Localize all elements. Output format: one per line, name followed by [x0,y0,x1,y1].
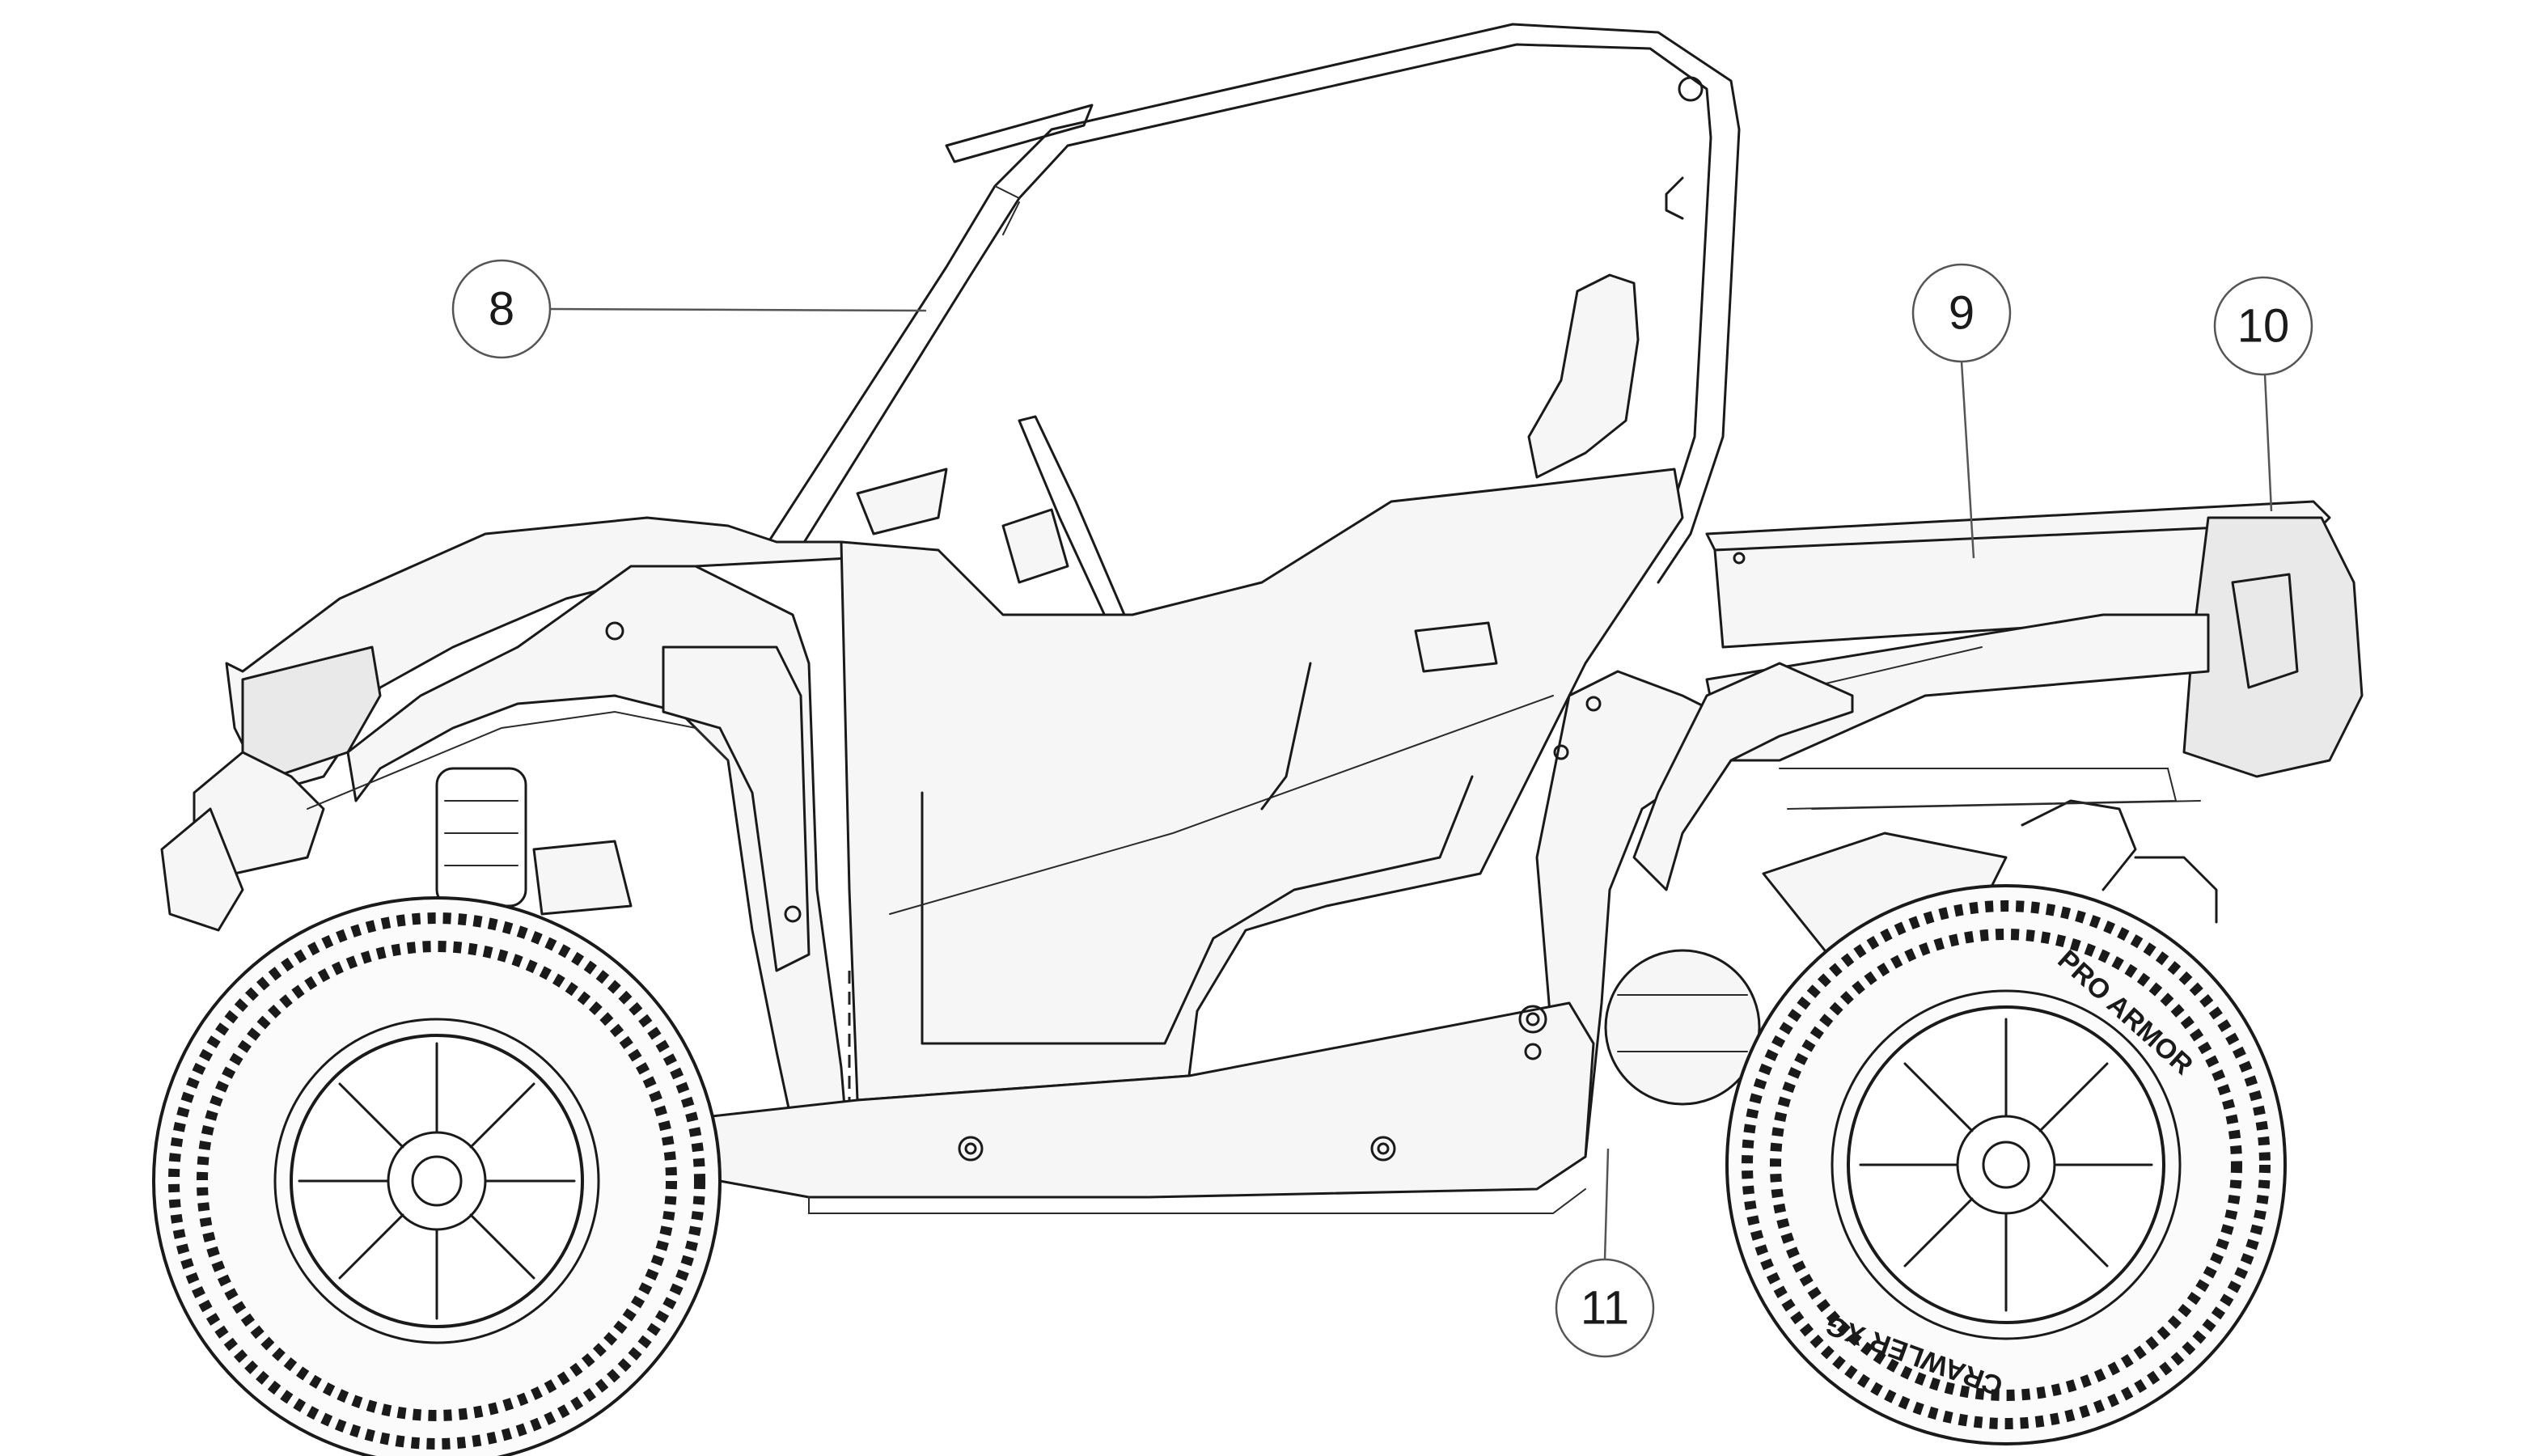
callout-8-circle [451,259,552,359]
callout-10-label: 10 [2237,300,2290,353]
callout-11: 11 [1555,1148,1655,1358]
rear-wheel: PRO ARMOR CRAWLER XG [1725,884,2287,1445]
callout-9-label: 9 [1949,287,1974,340]
callout-8: 8 [451,259,927,359]
cargo-bed [1705,500,2364,810]
callout-11-circle [1555,1258,1655,1358]
chassis-rocker [710,1001,1595,1214]
callout-10: 10 [2213,276,2313,512]
callout-10-circle [2213,276,2313,376]
front-suspension [435,767,633,940]
callout-8-label: 8 [489,283,514,336]
rear-drivetrain [1604,799,2218,1106]
roll-cage [767,23,1741,584]
front-body [160,516,851,1191]
callout-9: 9 [1911,263,2012,559]
callout-11-label: 11 [1581,1282,1629,1335]
door-panel [840,468,1684,1102]
front-wheel [152,896,722,1456]
callout-9-circle [1911,263,2012,363]
